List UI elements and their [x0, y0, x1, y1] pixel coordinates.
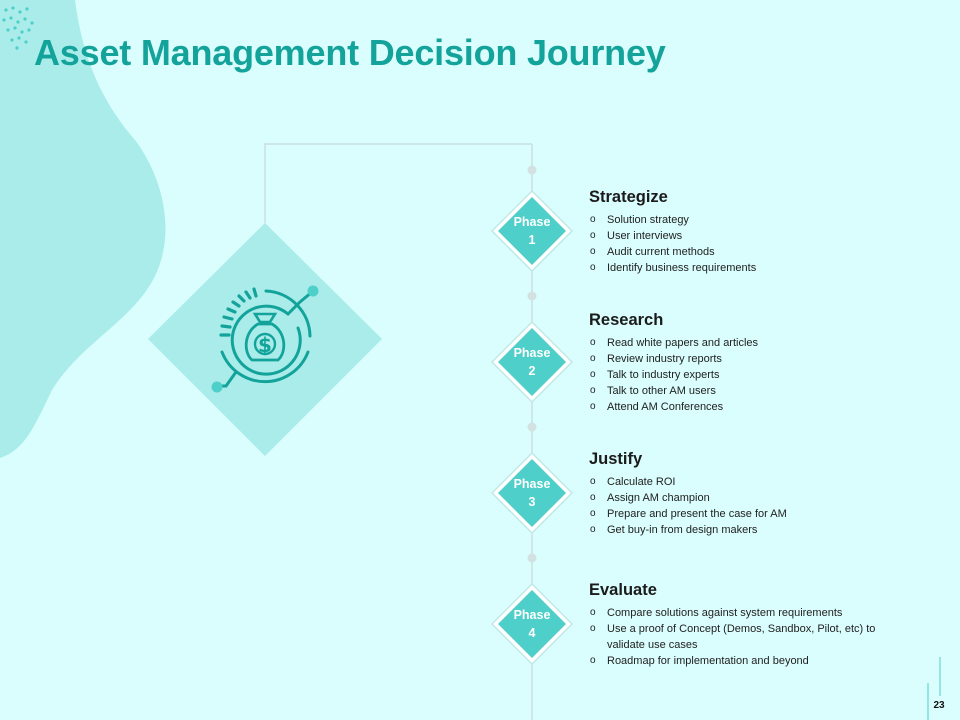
phase-label-number: 3: [528, 495, 536, 509]
phase-label-4: Phase 4: [502, 606, 562, 642]
list-item: Review industry reports: [589, 351, 889, 367]
background-blob: [0, 0, 166, 458]
phase-label-number: 1: [528, 233, 536, 247]
phase-items-evaluate: Compare solutions against system require…: [589, 605, 879, 669]
list-item: Talk to other AM users: [589, 383, 889, 399]
page-title: Asset Management Decision Journey: [34, 32, 666, 73]
list-item: Roadmap for implementation and beyond: [589, 653, 879, 669]
phase-diamond-3: [490, 451, 574, 535]
list-item: Solution strategy: [589, 212, 889, 228]
phase-diamond-4: [490, 582, 574, 666]
page-number: 23: [933, 700, 945, 711]
phase-title-research: Research: [589, 311, 664, 329]
list-item: Audit current methods: [589, 244, 889, 260]
phase-title-strategize: Strategize: [589, 188, 668, 206]
list-item: Identify business requirements: [589, 260, 889, 276]
phase-label-top: Phase: [513, 608, 551, 622]
list-item: Talk to industry experts: [589, 367, 889, 383]
dollar-sign-icon: $: [258, 333, 272, 357]
phase-label-top: Phase: [513, 477, 551, 491]
hero-connector-line: [264, 143, 532, 223]
phase-diamond-1: [490, 189, 574, 273]
hero-node-dot: [211, 381, 223, 393]
phase-label-top: Phase: [513, 215, 551, 229]
list-item: Prepare and present the case for AM: [589, 506, 889, 522]
hero-node-dot: [307, 285, 319, 297]
list-item: Use a proof of Concept (Demos, Sandbox, …: [589, 621, 879, 653]
phase-title-justify: Justify: [589, 450, 643, 468]
phase-items-research: Read white papers and articles Review in…: [589, 335, 889, 415]
dot-texture: [2, 6, 34, 50]
money-bag-dial-icon: [215, 287, 314, 388]
phase-title-evaluate: Evaluate: [589, 581, 657, 599]
phase-items-strategize: Solution strategy User interviews Audit …: [589, 212, 889, 276]
list-item: User interviews: [589, 228, 889, 244]
phase-label-number: 2: [528, 364, 536, 378]
list-item: Compare solutions against system require…: [589, 605, 879, 621]
list-item: Get buy-in from design makers: [589, 522, 889, 538]
phase-label-top: Phase: [513, 346, 551, 360]
phase-label-3: Phase 3: [502, 475, 562, 511]
list-item: Attend AM Conferences: [589, 399, 889, 415]
phase-items-justify: Calculate ROI Assign AM champion Prepare…: [589, 474, 889, 538]
phase-diamond-2: [490, 320, 574, 404]
phase-label-2: Phase 2: [502, 344, 562, 380]
list-item: Assign AM champion: [589, 490, 889, 506]
hero-diamond: [148, 223, 382, 456]
timeline-dots: [527, 165, 537, 563]
phase-label-number: 4: [528, 626, 536, 640]
phase-label-1: Phase 1: [502, 213, 562, 249]
list-item: Calculate ROI: [589, 474, 889, 490]
list-item: Read white papers and articles: [589, 335, 889, 351]
